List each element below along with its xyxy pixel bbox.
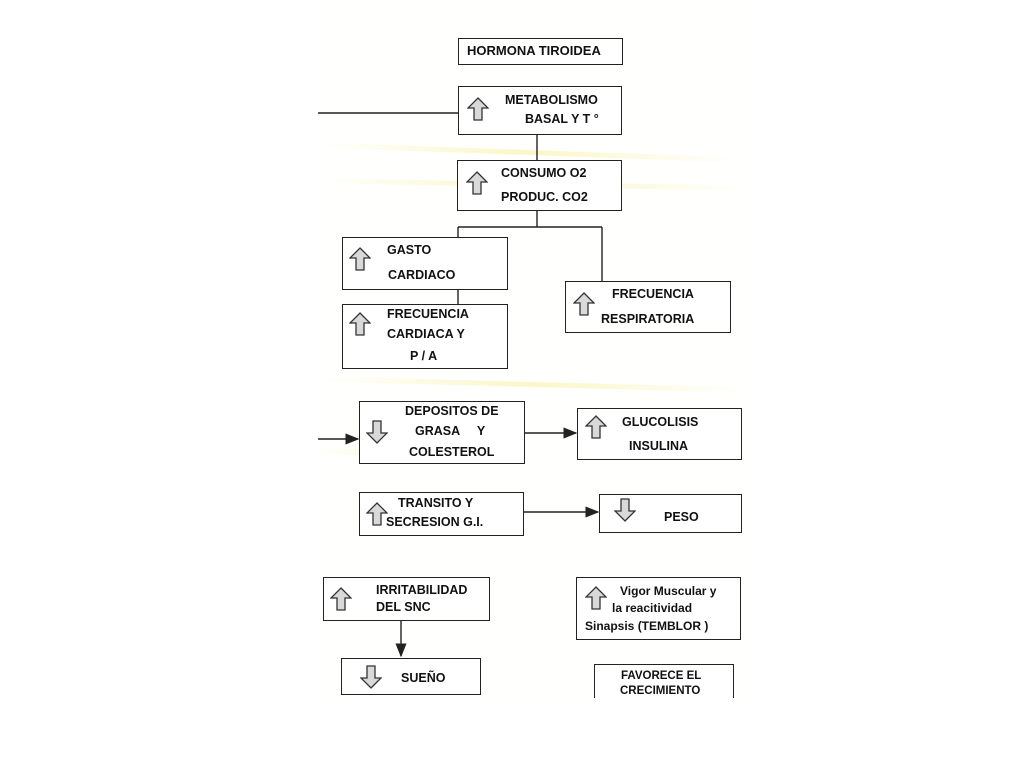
node-depositos: DEPOSITOS DE GRASA Y COLESTEROL: [359, 401, 525, 464]
metabolismo-line1: METABOLISMO: [505, 93, 598, 107]
vigor-line1: Vigor Muscular y: [620, 584, 717, 598]
node-consumo: CONSUMO O2 PRODUC. CO2: [457, 160, 622, 211]
title-box: HORMONA TIROIDEA: [458, 38, 623, 65]
title-text: HORMONA TIROIDEA: [467, 43, 601, 58]
node-glucolisis: GLUCOLISIS INSULINA: [577, 408, 742, 460]
gasto-line2: CARDIACO: [388, 268, 456, 282]
depositos-line2: GRASA Y: [415, 424, 486, 438]
node-sueno: SUEÑO: [341, 658, 481, 695]
consumo-line2: PRODUC. CO2: [501, 190, 588, 204]
frec-cardiaca-line3: P / A: [410, 349, 438, 363]
depositos-line3: COLESTEROL: [409, 445, 495, 459]
vigor-line2: la reacitividad: [612, 601, 693, 615]
irritabilidad-line1: IRRITABILIDAD: [376, 583, 468, 597]
page-crop: [0, 698, 1024, 768]
down-arrow-icon: [360, 665, 382, 689]
transito-line1: TRANSITO Y: [398, 496, 474, 510]
up-arrow-icon: [349, 247, 371, 271]
glucolisis-line2: INSULINA: [629, 439, 689, 453]
transito-line2: SECRESION G.I.: [386, 515, 484, 529]
node-transito: TRANSITO Y SECRESION G.I.: [359, 492, 524, 536]
node-vigor-muscular: Vigor Muscular y la reacitividad Sinapsi…: [576, 577, 741, 640]
down-arrow-icon: [614, 498, 636, 522]
metabolismo-line2: BASAL Y T °: [525, 112, 599, 126]
up-arrow-icon: [573, 292, 595, 316]
down-arrow-icon: [366, 420, 388, 444]
node-metabolismo: METABOLISMO BASAL Y T °: [458, 86, 622, 135]
crecimiento-line1: FAVORECE EL: [621, 670, 702, 682]
frec-respiratoria-line2: RESPIRATORIA: [601, 312, 695, 326]
depositos-line1: DEPOSITOS DE: [405, 404, 499, 418]
node-gasto-cardiaco: GASTO CARDIACO: [342, 237, 508, 290]
up-arrow-icon: [330, 587, 352, 611]
sueno-line1: SUEÑO: [401, 671, 446, 685]
node-crecimiento: FAVORECE EL CRECIMIENTO: [594, 664, 734, 704]
irritabilidad-line2: DEL SNC: [376, 600, 431, 614]
node-frecuencia-respiratoria: FRECUENCIA RESPIRATORIA: [565, 281, 731, 333]
gasto-line1: GASTO: [387, 243, 432, 257]
up-arrow-icon: [366, 502, 388, 526]
peso-line1: PESO: [664, 510, 699, 524]
frec-cardiaca-line1: FRECUENCIA: [387, 307, 469, 321]
crecimiento-line2: CRECIMIENTO: [620, 685, 701, 697]
up-arrow-icon: [585, 415, 607, 439]
node-peso: PESO: [599, 494, 742, 533]
frec-respiratoria-line1: FRECUENCIA: [612, 287, 694, 301]
node-irritabilidad: IRRITABILIDAD DEL SNC: [323, 577, 490, 621]
up-arrow-icon: [349, 312, 371, 336]
glucolisis-line1: GLUCOLISIS: [622, 415, 699, 429]
up-arrow-icon: [466, 171, 488, 195]
up-arrow-icon: [467, 97, 489, 121]
up-arrow-icon: [585, 586, 607, 610]
vigor-line3: Sinapsis (TEMBLOR ): [585, 619, 709, 633]
frec-cardiaca-line2: CARDIACA Y: [387, 327, 465, 341]
node-frecuencia-cardiaca: FRECUENCIA CARDIACA Y P / A: [342, 304, 508, 369]
consumo-line1: CONSUMO O2: [501, 166, 587, 180]
